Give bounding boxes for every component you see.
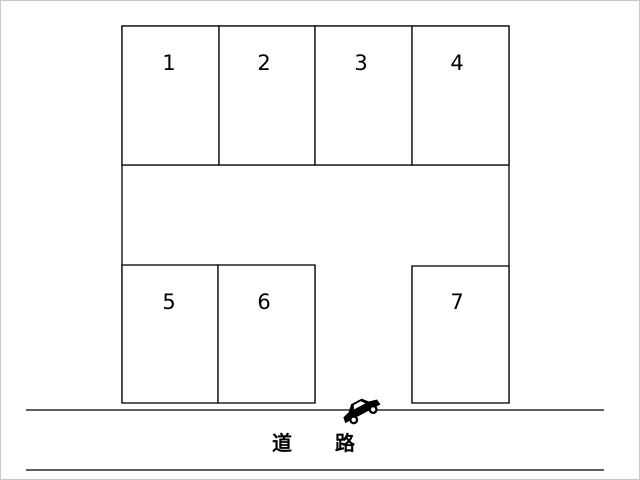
road-label: 道 路 (272, 431, 373, 455)
space-number: 7 (450, 290, 463, 314)
space-outline (411, 25, 510, 166)
car-icon (343, 398, 381, 425)
space-outline (217, 264, 316, 404)
parking-space-2[interactable]: 2 (218, 25, 316, 166)
space-outline (314, 25, 413, 166)
parking-space-5[interactable]: 5 (121, 264, 219, 404)
space-number: 3 (354, 51, 367, 75)
parking-space-7[interactable]: 7 (411, 265, 510, 404)
space-number: 6 (257, 290, 270, 314)
space-outline (121, 264, 219, 404)
space-number: 4 (450, 51, 463, 75)
space-outline (121, 25, 220, 166)
space-number: 2 (257, 51, 270, 75)
space-number: 5 (162, 290, 175, 314)
parking-space-4[interactable]: 4 (411, 25, 510, 166)
parking-space-3[interactable]: 3 (314, 25, 413, 166)
space-outline (411, 265, 510, 404)
space-outline (218, 25, 316, 166)
space-number: 1 (162, 51, 175, 75)
parking-space-6[interactable]: 6 (217, 264, 316, 404)
parking-space-1[interactable]: 1 (121, 25, 220, 166)
